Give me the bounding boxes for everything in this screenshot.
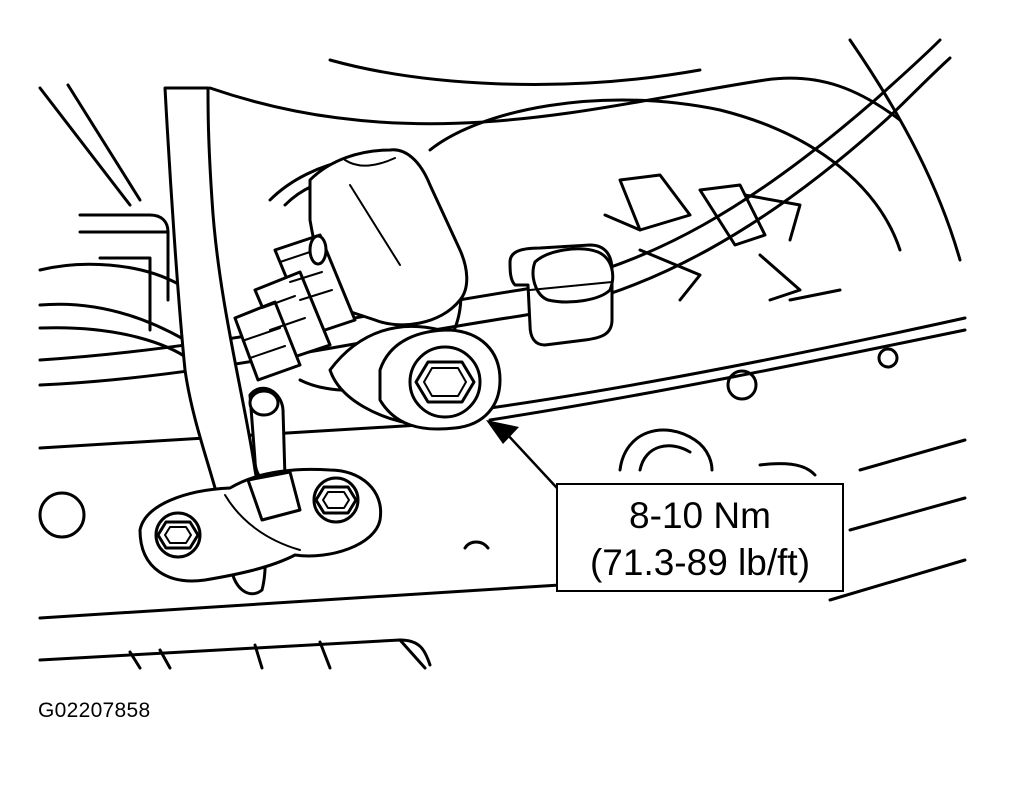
mounting-plate: [138, 467, 383, 583]
callout-box: [556, 483, 844, 592]
arrowhead: [486, 420, 519, 444]
brake-line-rod: [163, 86, 287, 596]
bolt-right: [312, 476, 360, 524]
cable-clip: [508, 243, 615, 347]
body-panel-lines: [38, 38, 962, 362]
sensor-bracket-bolt: [378, 328, 502, 431]
sensor-assembly: [233, 148, 492, 429]
torque-lbft-label: (71.3-89 lb/ft): [590, 542, 810, 583]
torque-nm-label: 8-10 Nm: [629, 495, 771, 536]
wheel-spokes: [603, 173, 842, 302]
figure-id: G02207858: [38, 699, 151, 722]
bolt-left: [154, 511, 202, 559]
callout-leader: [486, 420, 558, 489]
torque-callout: 8-10 Nm (71.3-89 lb/ft): [556, 483, 844, 592]
